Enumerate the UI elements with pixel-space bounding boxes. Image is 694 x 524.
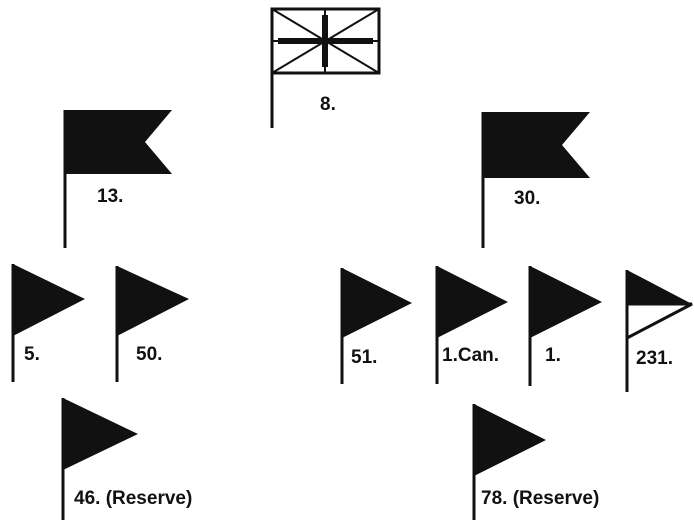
- swallowtail-flag-icon: [63, 110, 172, 248]
- union-jack-icon: [270, 7, 381, 128]
- swallowtail-flag-icon: [481, 112, 590, 248]
- pennant-icon: [61, 398, 138, 520]
- pennant-icon: [435, 266, 508, 384]
- pennant-icon: [115, 266, 189, 382]
- pennant-icon: [340, 268, 412, 384]
- pennant-icon: [11, 264, 85, 382]
- half-pennant-icon: [625, 270, 693, 392]
- pennant-icon: [472, 404, 546, 520]
- pennant-icon: [528, 266, 602, 386]
